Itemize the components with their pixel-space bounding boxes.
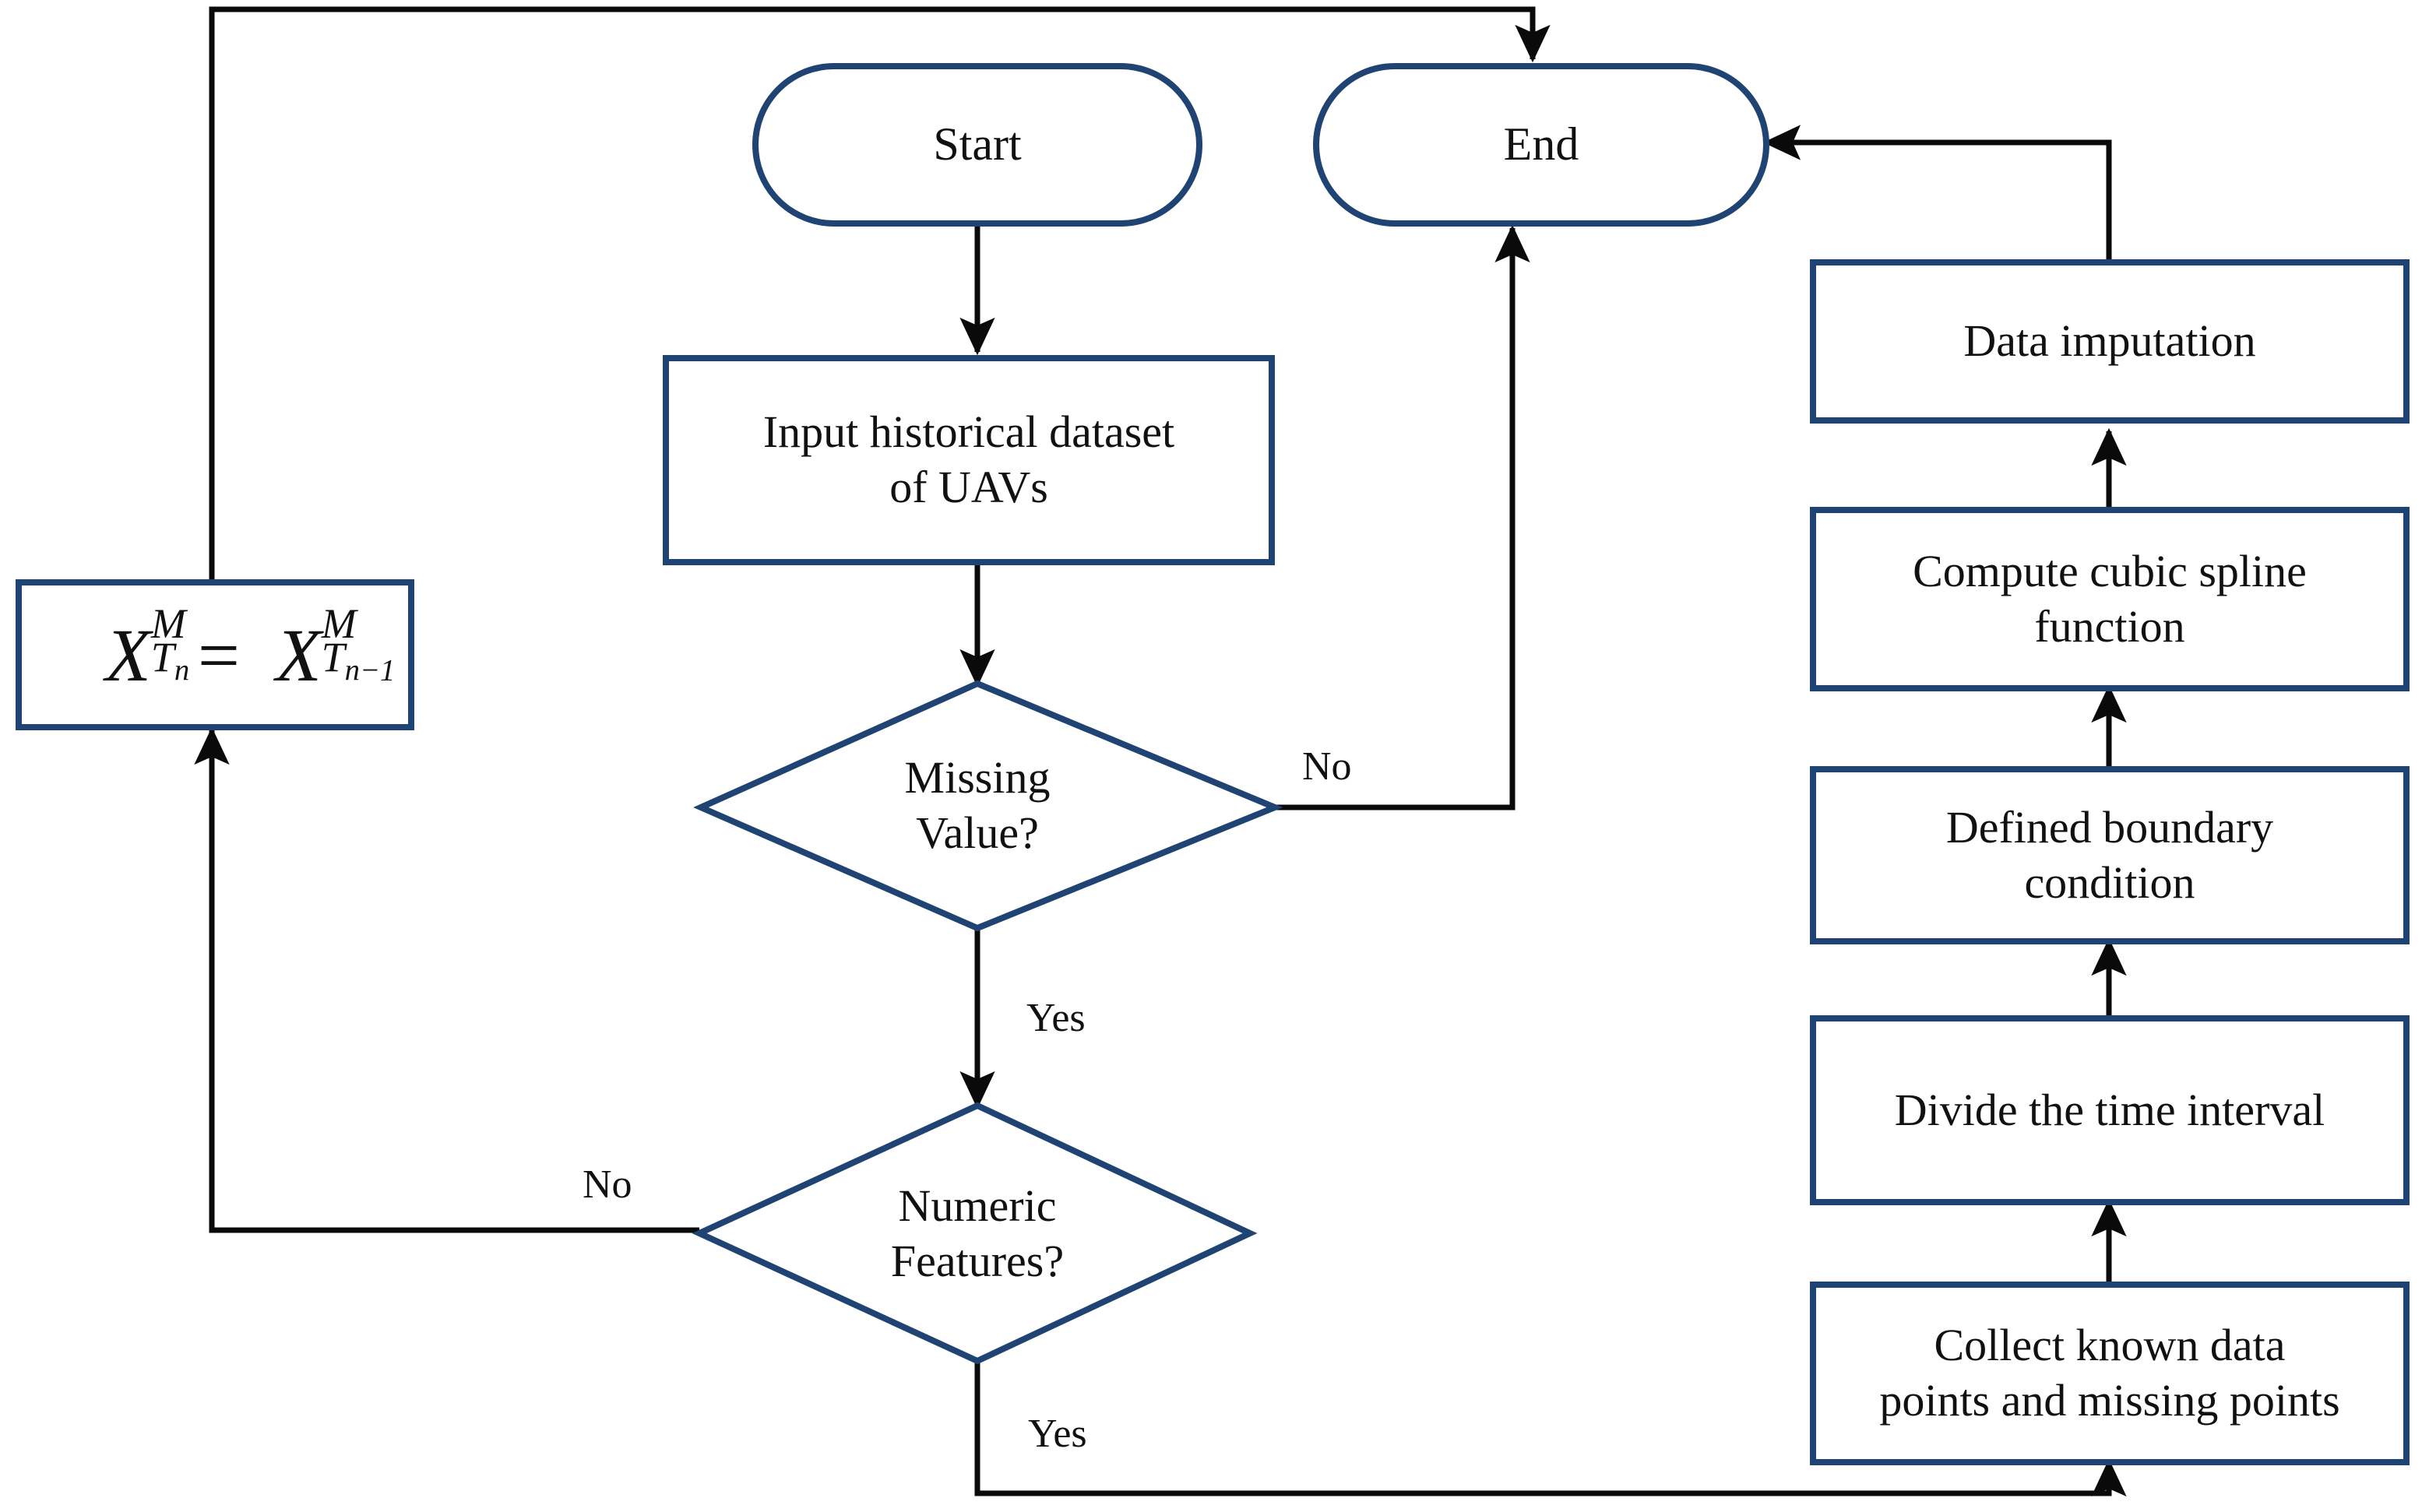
- node-carry-forward-shape[interactable]: [16, 579, 414, 730]
- edge-missing-value-no-to-end: [1275, 224, 1530, 811]
- formula-rhs-sub-base: T: [321, 634, 345, 681]
- node-collect-points-shape[interactable]: [1810, 1282, 2410, 1465]
- edge-imputation-to-end: [1762, 125, 2112, 262]
- edge-label-missing-value-yes: Yes: [1026, 996, 1086, 1040]
- node-numeric-features-shape[interactable]: [692, 1102, 1258, 1365]
- node-end-shape[interactable]: [1313, 63, 1769, 227]
- edge-label-missing-value-no: No: [1302, 744, 1352, 789]
- node-divide-interval-shape[interactable]: [1810, 1015, 2410, 1205]
- formula-equals-sign: =: [197, 613, 241, 697]
- node-carry-forward-formula: X M Tn = X M Tn−1: [19, 582, 411, 727]
- edge-label-numeric-features-no: No: [583, 1162, 632, 1207]
- formula-rhs-superscript: M: [321, 600, 357, 647]
- node-boundary-condition-shape[interactable]: [1810, 766, 2410, 944]
- edge-label-numeric-features-yes: Yes: [1028, 1412, 1087, 1456]
- formula-lhs-subscript: Tn: [151, 633, 189, 688]
- formula-lhs-sub-base: T: [150, 634, 174, 681]
- node-start-shape[interactable]: [752, 63, 1202, 227]
- formula-rhs-sub-index: n−1: [344, 655, 396, 688]
- node-data-imputation-shape[interactable]: [1810, 259, 2410, 424]
- node-missing-value-shape[interactable]: [693, 680, 1283, 932]
- formula-rhs-subscript: Tn−1: [322, 633, 396, 688]
- edge-numeric-yes-to-collect: [974, 1361, 2127, 1497]
- formula-rhs: X M Tn−1: [276, 600, 395, 698]
- edge-numeric-no-to-carry-forward: [194, 726, 699, 1233]
- formula-lhs: X M Tn: [105, 600, 189, 698]
- node-cubic-spline-shape[interactable]: [1810, 507, 2410, 691]
- formula-lhs-base: X: [105, 613, 151, 697]
- formula-lhs-sub-index: n: [174, 655, 190, 688]
- formula-lhs-superscript: M: [150, 600, 186, 647]
- node-input-dataset-shape[interactable]: [663, 355, 1275, 565]
- edge-carry-forward-to-end: [209, 6, 1551, 580]
- formula-rhs-base: X: [276, 613, 322, 697]
